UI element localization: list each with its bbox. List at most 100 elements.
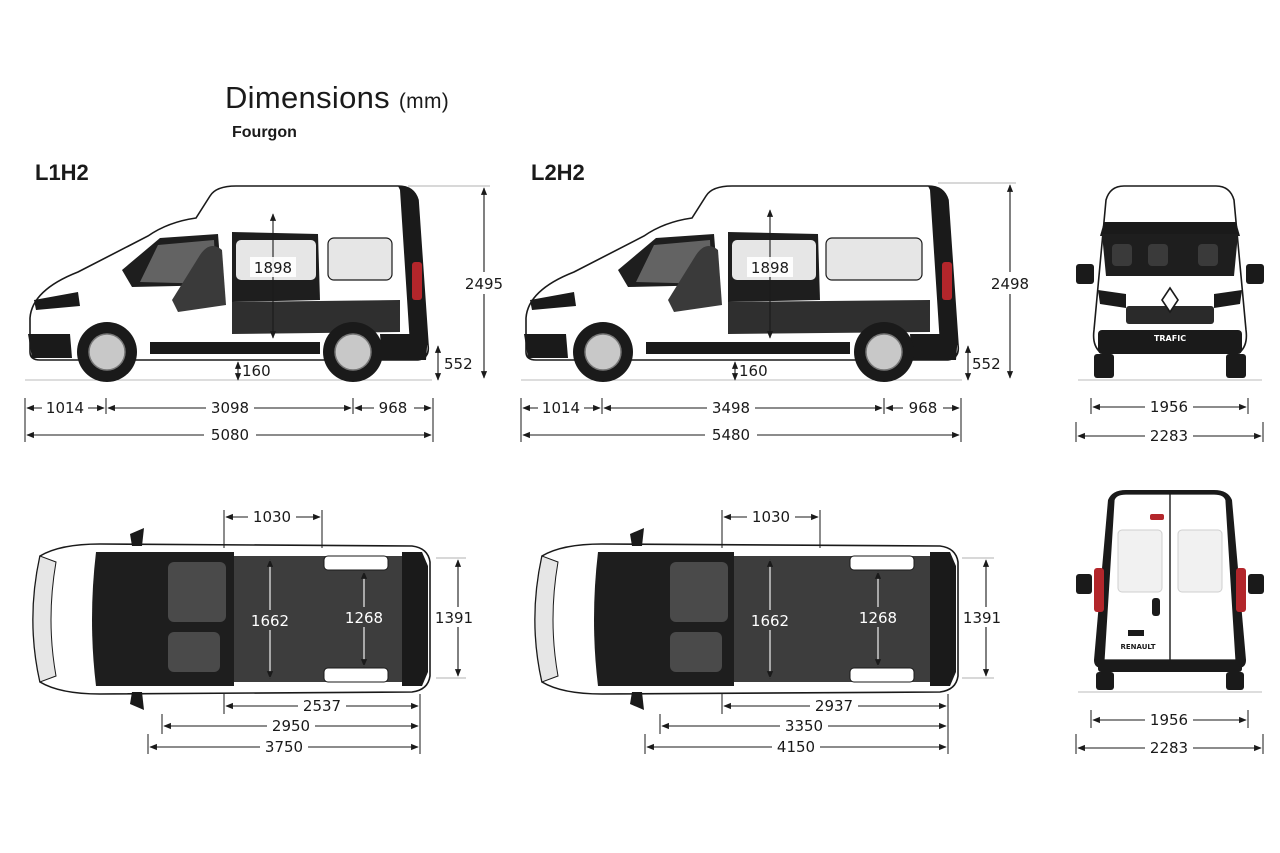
- dim-between-arches-l2h2: 1268: [859, 609, 897, 627]
- top-bench-seat-l2h2: [670, 562, 728, 622]
- page-title: Dimensions (mm): [225, 80, 449, 116]
- dim-rear-opening-l2h2: 1391: [963, 609, 1001, 627]
- dim-height-l1h2: 2495: [465, 275, 503, 293]
- dim-rear-overhang-l2h2: 968: [909, 399, 938, 417]
- rear-mirror-right: [1248, 574, 1264, 594]
- dim-rear-opening-l1h2: 1391: [435, 609, 473, 627]
- dim-clearance-l1h2: 160: [242, 362, 271, 380]
- rear-brand-badge: RENAULT: [1121, 643, 1156, 651]
- dim-track-front: 1956: [1150, 398, 1188, 416]
- dim-floor-mid-l1h2: 2950: [272, 717, 310, 735]
- seat-left: [1112, 244, 1132, 266]
- seat-middle: [1148, 244, 1168, 266]
- side-dims-l2h2: 2498 1898 552 160 1014 3498 968 5480: [520, 182, 1036, 444]
- rear-doors-top-l1h2: [402, 552, 428, 686]
- rear-side-window-l1h2: [327, 237, 393, 281]
- rear-bumper-l2h2: [910, 334, 958, 360]
- mirror-top-l2h2: [630, 528, 644, 546]
- front-bumper: [1098, 330, 1242, 354]
- rear-rim-l2h2: [865, 333, 903, 371]
- wheel-arch-top-l1h2: [323, 555, 389, 571]
- dim-rear-overhang-l1h2: 968: [379, 399, 408, 417]
- dim-sill-l2h2: 552: [972, 355, 1001, 373]
- wheel-arch-bottom-l2h2: [849, 667, 915, 683]
- rear-dims: 1956 2283: [1075, 710, 1264, 757]
- front-dims: 1956 2283: [1075, 398, 1264, 445]
- side-view-l2h2: [521, 185, 962, 382]
- dim-interior-height-l1h2: 1898: [254, 259, 292, 277]
- side-dims-l1h2: 2495 1898 552 160 1014 3098 968 5080: [24, 185, 510, 444]
- dim-door-l1h2: 1030: [253, 508, 291, 526]
- dim-floor-long-l2h2: 4150: [777, 738, 815, 756]
- rear-panel-right: [1177, 529, 1223, 593]
- top-dims-l2h2: 1030 1662 1268 1391 2937 3350 4: [644, 508, 1008, 756]
- dim-wheelbase-l2h2: 3498: [712, 399, 750, 417]
- title-unit: (mm): [398, 90, 450, 113]
- mirror-right: [1246, 264, 1264, 284]
- top-bench-seat-l1h2: [168, 562, 226, 622]
- top-view-l1h2: [32, 528, 431, 710]
- taillight-l2h2: [942, 262, 952, 300]
- dim-width-rear: 2283: [1150, 739, 1188, 757]
- dim-floor-short-l2h2: 2937: [815, 697, 853, 715]
- front-badge: TRAFIC: [1154, 334, 1186, 343]
- dim-width-front: 2283: [1150, 427, 1188, 445]
- dim-door-l2h2: 1030: [752, 508, 790, 526]
- renault-logo-icon: [1161, 286, 1179, 314]
- front-roof-visor: [1100, 222, 1240, 236]
- top-bonnet-l1h2: [32, 555, 57, 683]
- taillight-l1h2: [412, 262, 422, 300]
- rear-bumper-l1h2: [380, 334, 428, 360]
- dim-track-rear: 1956: [1150, 711, 1188, 729]
- mirror-bottom-l2h2: [630, 692, 644, 710]
- dim-floor-long-l1h2: 3750: [265, 738, 303, 756]
- front-rim-l2h2: [584, 333, 622, 371]
- rear-tyre-left: [1096, 672, 1114, 690]
- variant-label-l1h2: L1H2: [35, 160, 89, 185]
- rear-side-window-l2h2: [825, 237, 923, 281]
- dim-between-arches-l1h2: 1268: [345, 609, 383, 627]
- rear-rim-l1h2: [334, 333, 372, 371]
- front-tyre-right: [1226, 354, 1246, 378]
- driver-seat-l2h2: [668, 246, 722, 312]
- dim-front-overhang-l2h2: 1014: [542, 399, 580, 417]
- side-sill-l1h2: [150, 342, 320, 354]
- dim-front-overhang-l1h2: 1014: [46, 399, 84, 417]
- dim-load-width-l2h2: 1662: [751, 612, 789, 630]
- rear-view: RENAULT: [1076, 490, 1264, 693]
- wheel-arch-top-l2h2: [849, 555, 915, 571]
- rear-panel-left: [1117, 529, 1163, 593]
- dim-length-l1h2: 5080: [211, 426, 249, 444]
- dim-length-l2h2: 5480: [712, 426, 750, 444]
- grille: [1126, 306, 1214, 324]
- rear-lamp-right: [1236, 568, 1246, 612]
- rear-lamp-left: [1094, 568, 1104, 612]
- rear-mirror-left: [1076, 574, 1092, 594]
- seat-right: [1198, 244, 1218, 266]
- front-rim-l1h2: [88, 333, 126, 371]
- rear-doors-top-l2h2: [930, 552, 956, 686]
- top-driver-seat-l2h2: [670, 632, 722, 672]
- mirror-left: [1076, 264, 1094, 284]
- wheel-arch-bottom-l1h2: [323, 667, 389, 683]
- dim-wheelbase-l1h2: 3098: [211, 399, 249, 417]
- mirror-bottom-l1h2: [130, 692, 144, 710]
- top-dims-l1h2: 1030 1662 1268 1391 2537 2950 3: [147, 508, 482, 756]
- rear-logo-plate: [1128, 630, 1144, 636]
- top-driver-seat-l1h2: [168, 632, 220, 672]
- dim-load-width-l1h2: 1662: [251, 612, 289, 630]
- headlight-l1h2: [34, 292, 80, 310]
- dim-sill-l1h2: 552: [444, 355, 473, 373]
- cargo-panel-l1h2: [232, 300, 400, 334]
- front-view: TRAFIC: [1076, 185, 1264, 381]
- side-sill-l2h2: [646, 342, 850, 354]
- third-brake-light: [1150, 514, 1164, 520]
- rear-tyre-right: [1226, 672, 1244, 690]
- front-bumper-l1h2: [28, 334, 72, 358]
- title-text: Dimensions: [225, 80, 390, 115]
- mirror-top-l1h2: [130, 528, 144, 546]
- page-subtitle: Fourgon: [232, 124, 297, 141]
- front-tyre-left: [1094, 354, 1114, 378]
